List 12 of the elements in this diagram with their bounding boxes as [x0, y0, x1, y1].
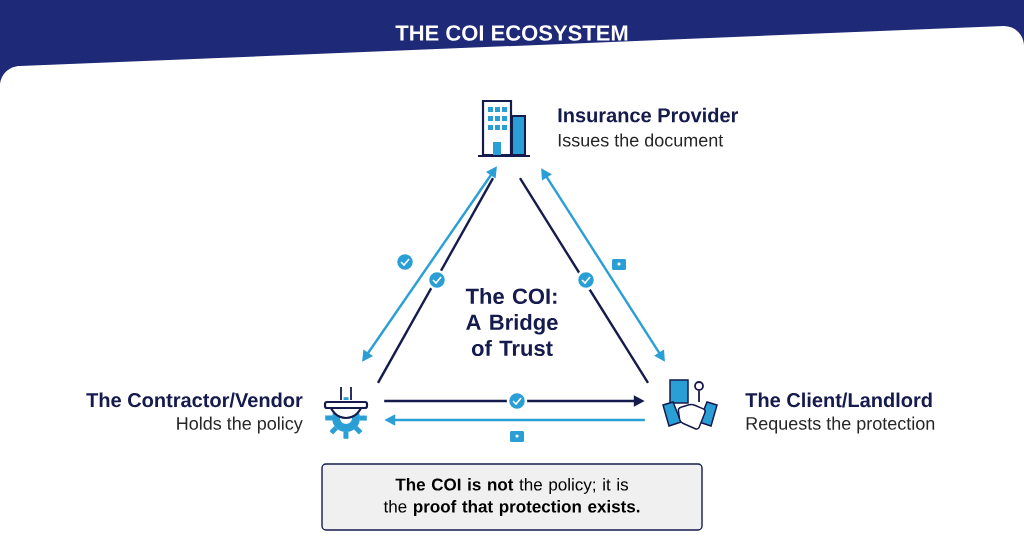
center-label: The COI: A Bridge of Trust: [465, 287, 558, 357]
entity-heading: Insurance Provider: [558, 107, 739, 123]
title-banner: THE COI ECOSYSTEM: [0, 0, 1024, 86]
note-box: The COI is not the policy; it is the proof that protection exists.: [321, 463, 703, 531]
entity-description: Holds the policy: [177, 416, 303, 434]
entity-description: Requests the protection: [746, 416, 935, 434]
entity-description: Issues the document: [558, 133, 724, 147]
helmet-icon: [323, 386, 369, 439]
entity-heading: The Client/Landlord: [745, 392, 932, 408]
entity-heading: The Contractor/Vendor: [86, 392, 303, 408]
handshake-icon: [662, 379, 718, 430]
building-icon: [478, 99, 530, 158]
